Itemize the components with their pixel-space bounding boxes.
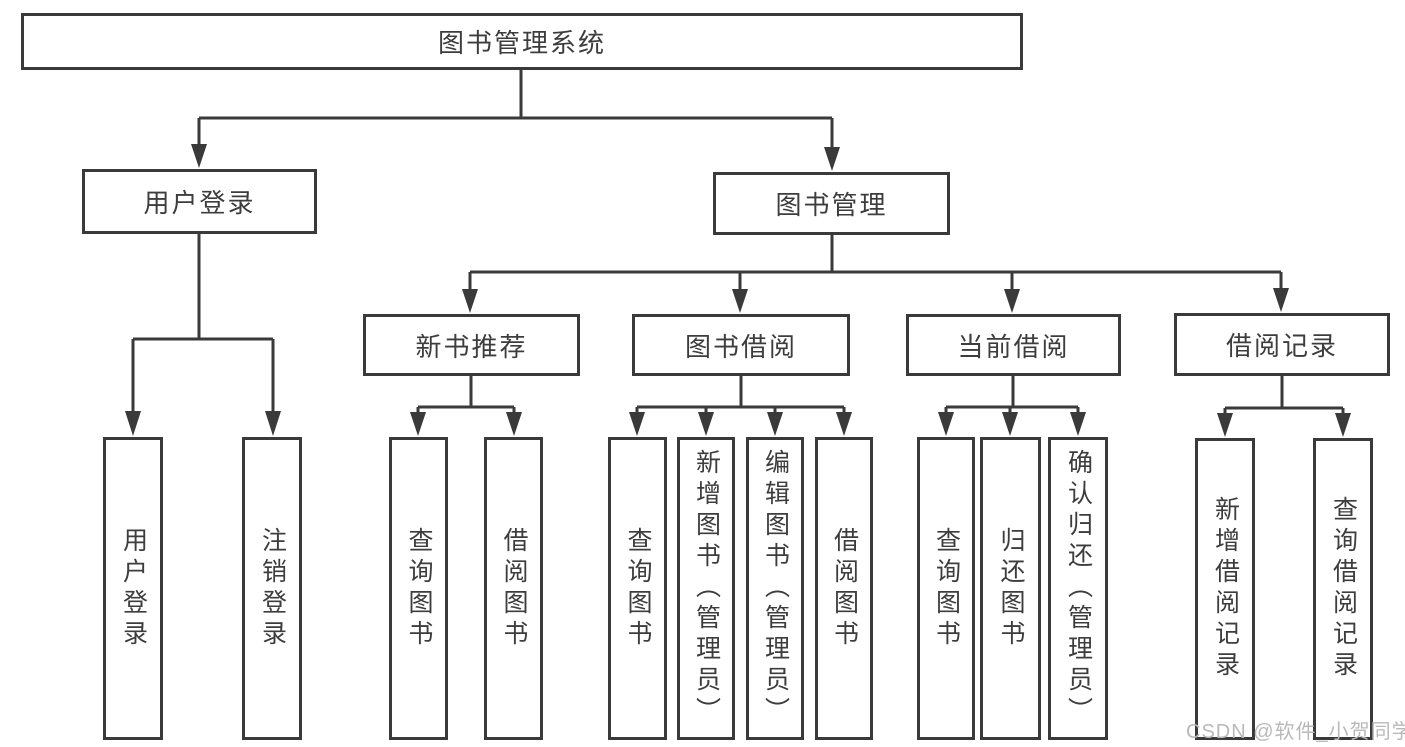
leaf-borrow-query-books: 查询图书	[608, 437, 667, 740]
node-current-borrowing: 当前借阅	[906, 314, 1121, 376]
login-connector	[125, 234, 281, 436]
leaf-add-borrow-record: 新增借阅记录	[1195, 438, 1255, 740]
leaf-recommend-query-books: 查询图书	[389, 437, 448, 740]
node-borrowing-records: 借阅记录	[1174, 313, 1390, 376]
leaf-borrow-books: 借阅图书	[815, 437, 873, 740]
leaf-current-query-books: 查询图书	[917, 437, 975, 740]
records-connector	[1217, 376, 1351, 437]
leaf-user-login: 用户登录	[103, 437, 163, 740]
root-connector	[191, 70, 840, 171]
leaf-edit-books-admin: 编辑图书（管理员）	[746, 437, 804, 740]
borrow-connector	[629, 376, 852, 436]
current-connector	[938, 376, 1086, 436]
management-connector	[462, 235, 1289, 313]
node-user-login: 用户登录	[82, 169, 317, 234]
leaf-confirm-return-admin: 确认归还（管理员）	[1048, 437, 1108, 740]
node-book-management: 图书管理	[713, 172, 950, 235]
node-root: 图书管理系统	[21, 13, 1023, 70]
recommend-connector	[410, 376, 522, 436]
leaf-return-books: 归还图书	[980, 437, 1041, 740]
leaf-add-books-admin: 新增图书（管理员）	[677, 437, 735, 740]
leaf-recommend-borrow-books: 借阅图书	[484, 437, 543, 740]
leaf-logout: 注销登录	[242, 437, 302, 740]
leaf-query-borrow-record: 查询借阅记录	[1313, 438, 1373, 740]
node-book-borrowing: 图书借阅	[632, 314, 850, 376]
csdn-watermark: CSDN @软件_小贺同学	[1186, 721, 1405, 743]
node-new-book-recommendation: 新书推荐	[363, 314, 580, 376]
